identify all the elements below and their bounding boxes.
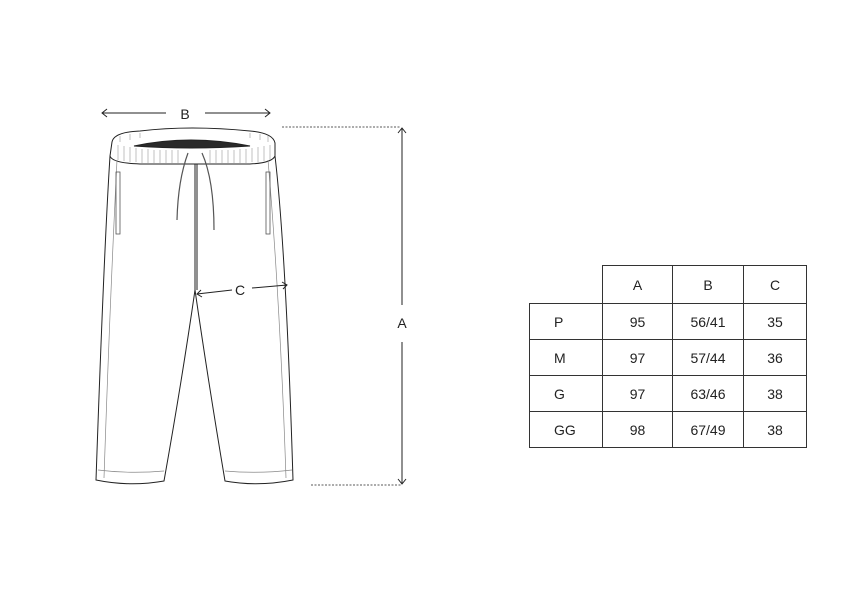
- measure-c-arrow: [196, 281, 288, 298]
- cell-b: 63/46: [672, 375, 744, 412]
- size-label: M: [529, 339, 603, 376]
- waistband: [109, 127, 276, 165]
- size-label: GG: [529, 411, 603, 448]
- table-row: P 95 56/41 35: [529, 303, 807, 340]
- label-c: C: [235, 282, 245, 298]
- cell-c: 36: [743, 339, 807, 376]
- cell-b: 67/49: [672, 411, 744, 448]
- cell-c: 35: [743, 303, 807, 340]
- pants-outline: [95, 152, 294, 485]
- table-row: G 97 63/46 38: [529, 375, 807, 412]
- table-header-row: A B C: [529, 265, 807, 304]
- cell-a: 98: [602, 411, 673, 448]
- column-header-a: A: [602, 265, 673, 304]
- cell-a: 97: [602, 339, 673, 376]
- cell-c: 38: [743, 375, 807, 412]
- cell-c: 38: [743, 411, 807, 448]
- table-row: GG 98 67/49 38: [529, 411, 807, 448]
- cell-a: 95: [602, 303, 673, 340]
- table-row: M 97 57/44 36: [529, 339, 807, 376]
- label-a: A: [397, 315, 407, 331]
- measure-a-arrow: [282, 126, 407, 486]
- column-header-b: B: [672, 265, 744, 304]
- size-table: A B C P 95 56/41 35 M 97 57/44 36 G 97 6…: [529, 265, 807, 448]
- measure-b-arrow: [101, 108, 271, 118]
- cell-a: 97: [602, 375, 673, 412]
- column-header-c: C: [743, 265, 807, 304]
- size-label: G: [529, 375, 603, 412]
- cell-b: 57/44: [672, 339, 744, 376]
- table-corner: [529, 265, 603, 304]
- cell-b: 56/41: [672, 303, 744, 340]
- size-label: P: [529, 303, 603, 340]
- label-b: B: [180, 106, 189, 122]
